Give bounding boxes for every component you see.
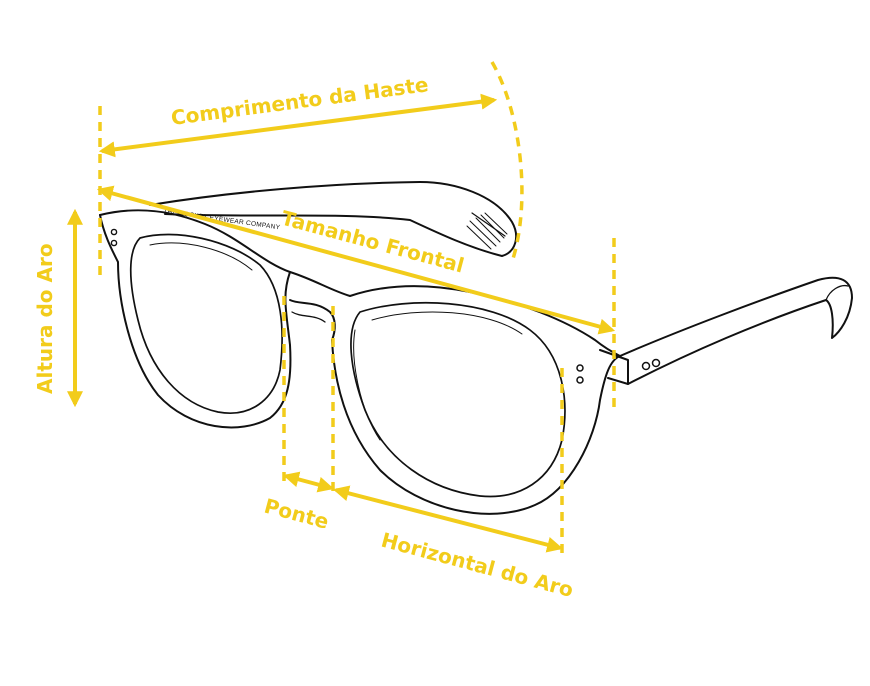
frame-width-arrow [96, 185, 616, 335]
left-lens [129, 233, 283, 414]
temple-length-arrow [98, 93, 498, 158]
measurement-labels: Comprimento da Haste Tamanho Frontal Alt… [33, 72, 576, 602]
left-rim-outer [99, 214, 292, 429]
label-temple-length: Comprimento da Haste [170, 72, 430, 130]
eyeglasses-drawing: THE ROCKET EYEWEAR COMPANY [99, 181, 853, 515]
bridge [289, 299, 336, 341]
guide-temple-end [490, 61, 524, 263]
measurement-annotations [67, 61, 616, 560]
bridge-arrow [282, 471, 335, 493]
right-lens [350, 301, 566, 498]
label-lens-width: Horizontal do Aro [379, 528, 576, 602]
label-bridge: Ponte [262, 494, 332, 534]
label-lens-height: Altura do Aro [33, 243, 57, 394]
lens-width-arrow [332, 485, 564, 553]
right-temple-arm [619, 276, 853, 385]
